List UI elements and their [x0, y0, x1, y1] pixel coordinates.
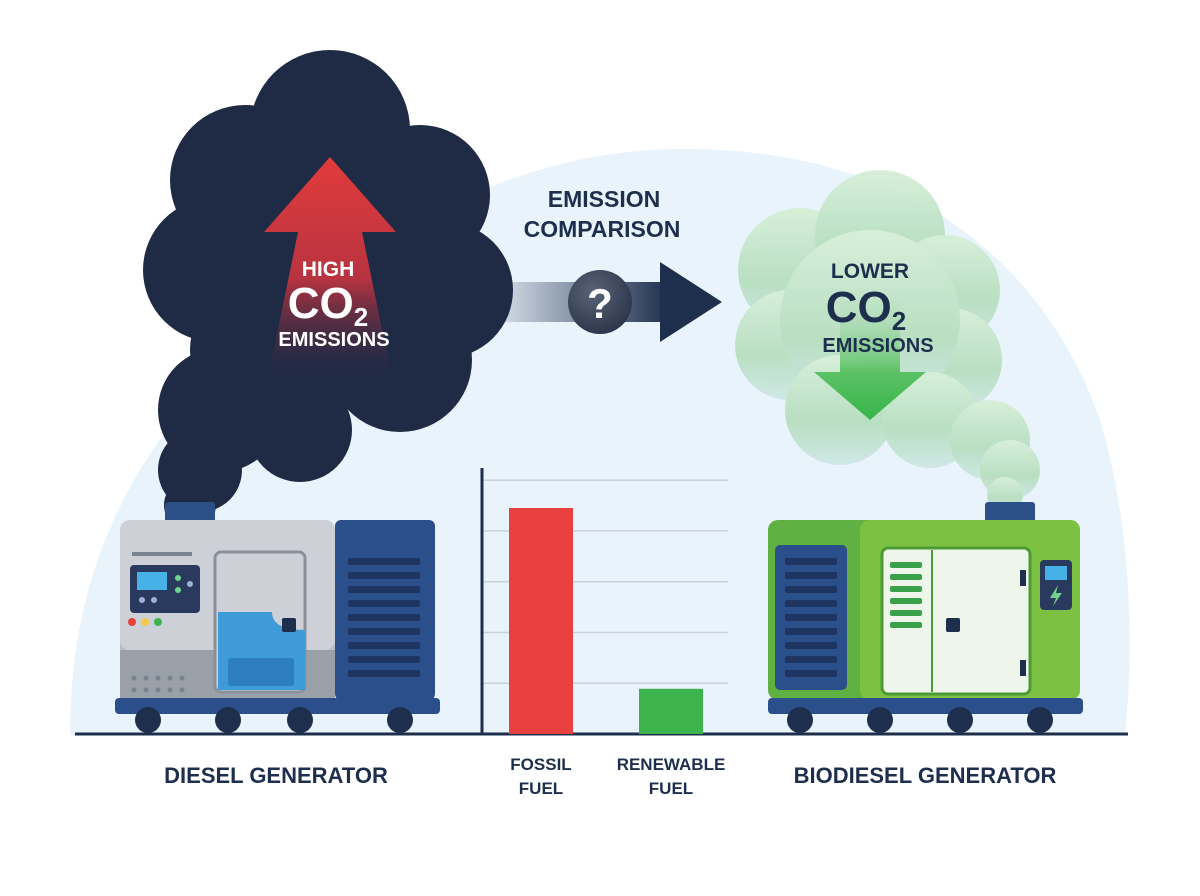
renewable-fuel-bar [639, 688, 703, 734]
renewable-fuel-label-line2: FUEL [649, 779, 693, 798]
lightning-icon [1050, 585, 1062, 606]
rising-emissions-arrow-icon [264, 157, 396, 378]
biodiesel-exhaust-stack [985, 502, 1035, 522]
diesel-cloud-co2: CO2 [288, 279, 368, 332]
biodiesel-cloud-text: LOWER CO2 EMISSIONS [822, 260, 933, 357]
biodiesel-cloud-line3: EMISSIONS [822, 335, 933, 357]
biodiesel-wheels [787, 707, 1053, 733]
fossil-fuel-label-line2: FUEL [519, 779, 563, 798]
question-mark-icon [568, 270, 632, 334]
biodiesel-cloud-co2: CO2 [826, 283, 906, 336]
question-mark-text: ? [587, 280, 613, 327]
comparison-title-line1: EMISSION [548, 186, 660, 212]
biodiesel-cloud-line1: LOWER [831, 260, 909, 283]
biodiesel-base-rail [768, 698, 1083, 714]
diesel-generator-label: DIESEL GENERATOR [164, 763, 388, 788]
fossil-fuel-label-line1: FOSSIL [510, 755, 571, 774]
diesel-cloud-line1: HIGH [302, 258, 355, 281]
biodiesel-smoke-cloud [735, 170, 1040, 513]
diesel-generator [115, 502, 440, 733]
biodiesel-generator [768, 502, 1083, 733]
biodiesel-vent-grille [785, 558, 837, 677]
diesel-cloud-text: HIGH CO2 EMISSIONS [278, 258, 389, 351]
comparison-arrow-icon [488, 262, 722, 342]
biodiesel-generator-label: BIODIESEL GENERATOR [794, 763, 1057, 788]
diesel-vent-grille [348, 558, 420, 677]
renewable-fuel-label-line1: RENEWABLE [617, 755, 726, 774]
diesel-exhaust-stack [165, 502, 215, 522]
diesel-cloud-line3: EMISSIONS [278, 329, 389, 351]
falling-emissions-arrow-icon [814, 300, 926, 420]
comparison-title-line2: COMPARISON [524, 216, 681, 242]
diesel-base-rail [115, 698, 440, 714]
emission-bar-chart: FOSSIL FUEL RENEWABLE FUEL [480, 468, 728, 798]
fossil-fuel-bar [509, 508, 573, 734]
diesel-smoke-cloud [143, 50, 513, 531]
diesel-wheels [135, 707, 413, 733]
chart-bars [509, 508, 703, 734]
